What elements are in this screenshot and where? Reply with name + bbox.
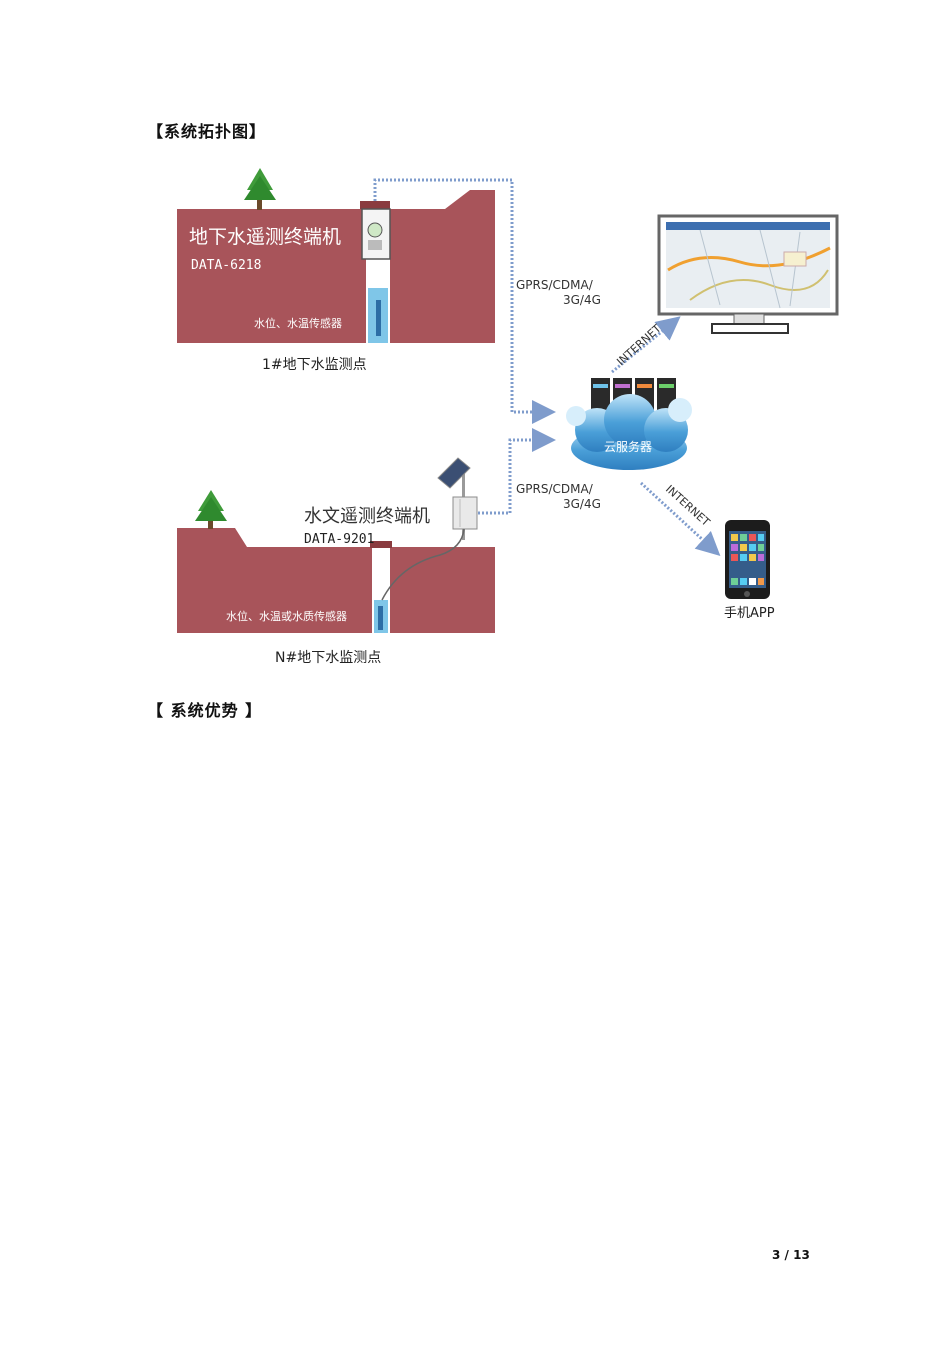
monitor-icon <box>657 214 839 334</box>
sensor-probe-n <box>378 606 383 630</box>
site1-sensor-label: 水位、水温传感器 <box>254 316 342 330</box>
site1-model: DATA-6218 <box>191 258 261 273</box>
link-lower-label-2: 3G/4G <box>563 497 601 511</box>
section-heading-advantages: 【 系统优势 】 <box>147 701 263 720</box>
link-site1-to-cloud <box>373 178 556 424</box>
cloud-server-label: 云服务器 <box>604 439 652 454</box>
cloud-icon <box>566 394 692 470</box>
smartphone-icon <box>725 520 770 599</box>
internet-link-phone <box>639 481 721 557</box>
hydrology-terminal-box-icon <box>452 496 478 530</box>
well-cap-n <box>370 541 392 548</box>
link-siteN-to-cloud <box>478 428 556 515</box>
tree-icon <box>195 490 227 529</box>
sensor-cable-n <box>381 528 465 601</box>
link-lower-label-1: GPRS/CDMA/ <box>516 482 594 496</box>
page-number: 3 / 13 <box>772 1248 810 1262</box>
siteN-terminal-name: 水文遥测终端机 <box>304 506 430 527</box>
internet-label-lower: INTERNET <box>663 483 713 529</box>
tree-icon <box>244 168 276 210</box>
internet-link-monitor <box>611 316 681 374</box>
sensor-probe-1 <box>376 300 381 336</box>
monitoring-site-n: 水文遥测终端机 DATA-9201 水位、水温或水质传感器 N#地下水监测点 <box>177 457 495 666</box>
internet-label-upper: INTERNET <box>614 322 664 368</box>
link-upper-label-2: 3G/4G <box>563 293 601 307</box>
siteN-sensor-label: 水位、水温或水质传感器 <box>226 609 347 623</box>
ground-block-1 <box>177 190 495 343</box>
site1-caption: 1#地下水监测点 <box>262 357 367 373</box>
siteN-caption: N#地下水监测点 <box>275 650 381 666</box>
telemetry-terminal-icon <box>360 201 391 260</box>
link-upper-label-1: GPRS/CDMA/ <box>516 278 594 292</box>
monitoring-site-1: 地下水遥测终端机 DATA-6218 水位、水温传感器 1#地下水监测点 <box>177 168 495 373</box>
site1-terminal-name: 地下水遥测终端机 <box>189 226 341 248</box>
phone-app-caption: 手机APP <box>724 606 775 621</box>
siteN-model: DATA-9201 <box>304 532 374 547</box>
section-heading-topology: 【系统拓扑图】 <box>147 122 267 141</box>
gprs-links <box>373 178 556 515</box>
ground-block-n <box>177 528 495 633</box>
